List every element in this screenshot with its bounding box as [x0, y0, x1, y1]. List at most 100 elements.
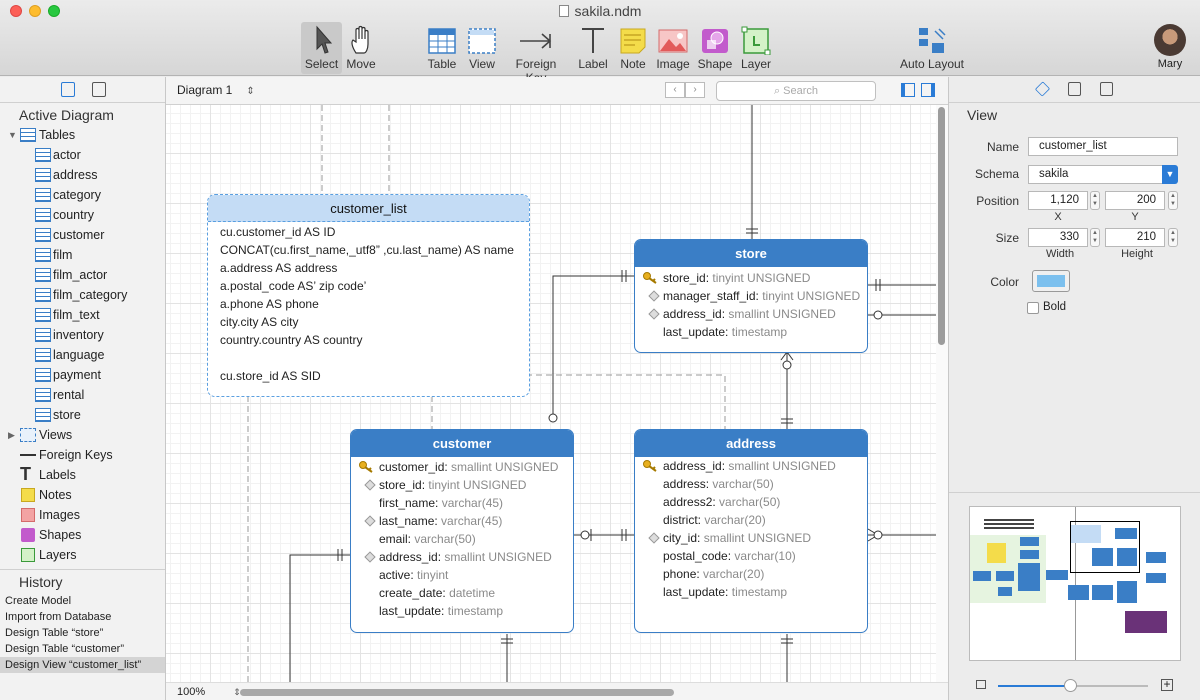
tree-node-table[interactable]: film_actor [0, 265, 165, 285]
minimap-viewport[interactable] [1070, 521, 1140, 573]
height-stepper[interactable]: ▲▼ [1168, 228, 1178, 247]
layer-tool-button[interactable]: Layer [738, 22, 774, 74]
tree-node-table[interactable]: country [0, 205, 165, 225]
entity-field[interactable]: address2: varchar(50) [635, 493, 867, 511]
tree-node-table[interactable]: inventory [0, 325, 165, 345]
diagram-properties-tab[interactable] [1100, 82, 1113, 96]
history-item[interactable]: Design Table “store” [5, 627, 104, 639]
entity-field[interactable]: create_date: datetime [351, 584, 573, 602]
tree-node-labels[interactable]: T Labels [0, 465, 165, 485]
image-tool-button[interactable]: Image [655, 22, 691, 74]
note-tool-button[interactable]: Note [616, 22, 650, 74]
color-well[interactable] [1032, 270, 1070, 292]
tree-node-layers[interactable]: Layers [0, 545, 165, 565]
diagram-objects-tab[interactable] [61, 82, 75, 97]
tree-node-table[interactable]: film_category [0, 285, 165, 305]
select-tool-button[interactable]: Select [301, 22, 342, 74]
tree-node-shapes[interactable]: Shapes [0, 525, 165, 545]
vertical-scroll-thumb[interactable] [938, 107, 945, 345]
label-tool-button[interactable]: Label [576, 22, 610, 74]
auto-layout-button[interactable]: Auto Layout [898, 22, 966, 74]
close-window-button[interactable] [10, 5, 22, 17]
tree-node-table[interactable]: language [0, 345, 165, 365]
minimap[interactable] [969, 506, 1181, 661]
entity-field[interactable]: address: varchar(50) [635, 475, 867, 493]
history-item[interactable]: Create Model [5, 595, 72, 607]
entity-field[interactable]: store_id: tinyint UNSIGNED [635, 269, 867, 287]
diagram-selector[interactable]: Diagram 1⇕ [177, 83, 255, 97]
tree-node-table[interactable]: category [0, 185, 165, 205]
entity-field[interactable]: email: varchar(50) [351, 530, 573, 548]
tree-node-images[interactable]: Images [0, 505, 165, 525]
diagram-canvas[interactable]: Diagram 1⇕ ‹ › ⌕ Search [166, 77, 948, 700]
entity-field[interactable]: manager_staff_id: tinyint UNSIGNED [635, 287, 867, 305]
width-stepper[interactable]: ▲▼ [1090, 228, 1100, 247]
zoom-out-icon[interactable] [976, 680, 986, 689]
entity-field[interactable]: customer_id: smallint UNSIGNED [351, 458, 573, 476]
table-tool-button[interactable]: Table [422, 22, 462, 74]
tree-node-views[interactable]: ▶ Views [0, 425, 165, 445]
history-item[interactable]: Import from Database [5, 611, 112, 623]
search-input[interactable]: ⌕ Search [716, 81, 876, 101]
entity-field[interactable]: district: varchar(20) [635, 511, 867, 529]
disclosure-closed-icon[interactable]: ▶ [8, 430, 15, 440]
history-item[interactable]: Design View “customer_list” [0, 657, 165, 673]
disclosure-open-icon[interactable]: ▼ [8, 130, 17, 140]
tree-node-notes[interactable]: Notes [0, 485, 165, 505]
position-y-stepper[interactable]: ▲▼ [1168, 191, 1178, 210]
tree-node-table[interactable]: rental [0, 385, 165, 405]
back-button[interactable]: ‹ [665, 82, 685, 98]
move-tool-button[interactable]: Move [342, 22, 380, 74]
tree-node-table[interactable]: film_text [0, 305, 165, 325]
vertical-scrollbar[interactable] [936, 105, 948, 682]
entity-field[interactable]: phone: varchar(20) [635, 565, 867, 583]
tree-node-table[interactable]: actor [0, 145, 165, 165]
view-tool-button[interactable]: View [465, 22, 499, 74]
user-account-button[interactable]: Mary [1152, 24, 1188, 70]
tree-node-table[interactable]: customer [0, 225, 165, 245]
minimize-window-button[interactable] [29, 5, 41, 17]
model-objects-tab[interactable] [92, 82, 106, 97]
entity-field[interactable]: last_update: timestamp [351, 602, 573, 620]
entity-field[interactable]: store_id: tinyint UNSIGNED [351, 476, 573, 494]
bold-checkbox[interactable] [1027, 302, 1039, 314]
height-field[interactable]: 210 [1105, 228, 1165, 247]
zoom-in-icon[interactable]: + [1161, 678, 1173, 691]
toggle-right-panel-button[interactable] [921, 83, 935, 97]
zoom-slider-knob[interactable] [1064, 679, 1077, 692]
chevron-down-icon[interactable]: ▼ [1162, 165, 1178, 184]
width-field[interactable]: 330 [1028, 228, 1088, 247]
zoom-selector[interactable]: 100%⇕ [177, 686, 241, 698]
position-y-field[interactable]: 200 [1105, 191, 1165, 210]
entity-field[interactable]: first_name: varchar(45) [351, 494, 573, 512]
schema-select[interactable]: sakila [1028, 165, 1163, 184]
tree-node-table[interactable]: film [0, 245, 165, 265]
shape-tool-button[interactable]: Shape [696, 22, 734, 74]
entity-field[interactable]: address_id: smallint UNSIGNED [351, 548, 573, 566]
object-properties-tab[interactable] [1034, 81, 1051, 97]
tree-node-table[interactable]: payment [0, 365, 165, 385]
tree-node-table[interactable]: address [0, 165, 165, 185]
history-item[interactable]: Design Table “customer” [5, 643, 125, 655]
forward-button[interactable]: › [685, 82, 705, 98]
entity-field[interactable]: address_id: smallint UNSIGNED [635, 305, 867, 323]
foreign-key-tool-button[interactable]: Foreign Key [504, 22, 568, 85]
entity-field[interactable]: last_update: timestamp [635, 323, 867, 341]
position-x-field[interactable]: 1,120 [1028, 191, 1088, 210]
zoom-window-button[interactable] [48, 5, 60, 17]
toggle-left-panel-button[interactable] [901, 83, 915, 97]
entity-field[interactable]: active: tinyint [351, 566, 573, 584]
entity-field[interactable]: last_update: timestamp [635, 583, 867, 601]
entity-field[interactable]: address_id: smallint UNSIGNED [635, 457, 867, 475]
position-x-stepper[interactable]: ▲▼ [1090, 191, 1100, 210]
name-field[interactable]: customer_list [1028, 137, 1178, 156]
tree-node-foreign-keys[interactable]: Foreign Keys [0, 445, 165, 465]
horizontal-scroll-thumb[interactable] [240, 689, 674, 696]
entity-field[interactable]: city_id: smallint UNSIGNED [635, 529, 867, 547]
tree-node-table[interactable]: store [0, 405, 165, 425]
